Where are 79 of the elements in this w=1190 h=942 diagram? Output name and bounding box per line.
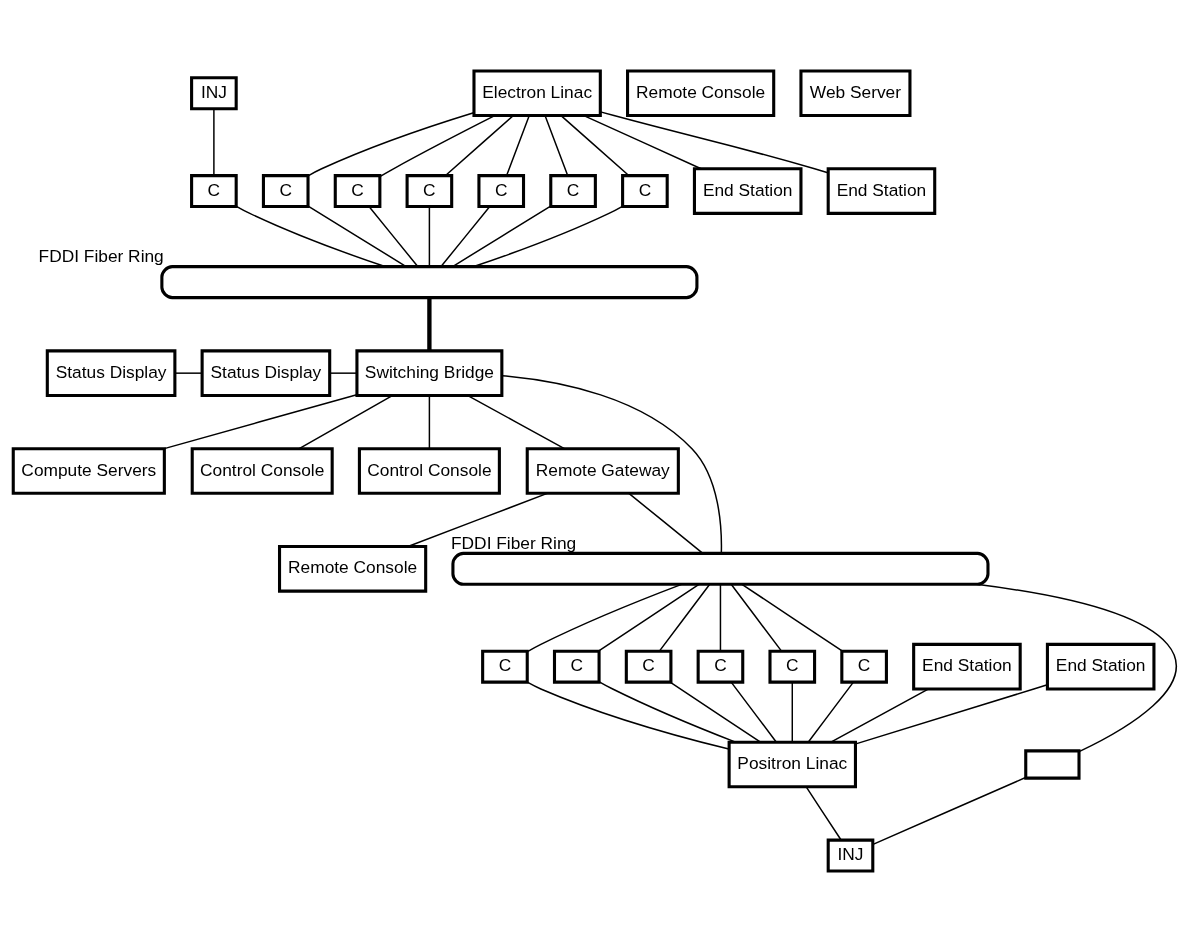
connector	[407, 492, 548, 548]
node-box: End Station	[692, 167, 803, 215]
connector	[379, 114, 496, 178]
connector	[855, 684, 1049, 745]
connector	[298, 394, 394, 450]
node-box: Remote Console	[626, 69, 776, 118]
connector	[807, 681, 854, 743]
connector	[975, 583, 1177, 753]
connector	[730, 681, 777, 743]
connector	[526, 583, 683, 653]
connector	[440, 206, 491, 268]
connector	[598, 681, 737, 743]
node-box: C	[190, 174, 238, 209]
connector	[658, 583, 711, 652]
connector	[805, 786, 842, 841]
connector	[163, 394, 358, 450]
connector	[213, 108, 215, 177]
connector	[583, 114, 702, 170]
node-label: FDDI Fiber Ring	[451, 532, 577, 553]
node-box: Status Display	[200, 349, 332, 397]
connector	[501, 374, 723, 554]
connector	[669, 681, 762, 743]
node-box: C	[621, 174, 669, 209]
node-bar	[160, 265, 699, 300]
node-box: End Station	[1045, 642, 1156, 691]
connector	[427, 298, 432, 351]
node-box: Electron Linac	[472, 69, 602, 118]
node-box: End Station	[826, 167, 937, 215]
node-box: Positron Linac	[727, 740, 857, 789]
connector	[428, 206, 431, 268]
node-box: End Station	[912, 642, 1022, 691]
node-box: Control Console	[190, 447, 334, 495]
node-box: Compute Servers	[11, 447, 166, 495]
node-box: C	[333, 174, 382, 209]
node-box: INJ	[826, 838, 875, 873]
connector	[719, 583, 722, 652]
node-box	[1024, 749, 1081, 780]
connector	[467, 394, 566, 450]
connector	[235, 205, 386, 268]
node-box: C	[405, 174, 454, 209]
node-box: Remote Console	[277, 545, 428, 593]
connector	[174, 372, 203, 374]
connector	[526, 681, 730, 750]
connector	[307, 112, 475, 177]
node-box: Switching Bridge	[355, 349, 504, 397]
connector	[428, 394, 431, 450]
connector	[730, 583, 783, 652]
connector	[628, 492, 704, 555]
node-box: C	[768, 649, 817, 684]
connector	[872, 776, 1027, 846]
node-box: C	[840, 649, 888, 684]
connector	[560, 114, 630, 177]
connector	[307, 205, 407, 268]
node-box: C	[552, 649, 601, 684]
connector	[451, 205, 552, 268]
connector	[544, 114, 569, 177]
connector	[599, 111, 829, 174]
node-box: INJ	[190, 76, 238, 111]
node-box: C	[624, 649, 673, 684]
connector	[444, 114, 514, 177]
connector	[597, 583, 700, 652]
node-box: C	[696, 649, 745, 684]
node-box: C	[477, 174, 526, 209]
node-box: Remote Gateway	[525, 447, 680, 495]
connector	[830, 688, 929, 743]
node-box: Web Server	[799, 69, 912, 118]
node-label: FDDI Fiber Ring	[38, 245, 164, 266]
connector	[473, 205, 624, 268]
node-box: C	[549, 174, 597, 209]
connector	[368, 206, 419, 268]
node-box: C	[481, 649, 529, 684]
connector	[329, 372, 358, 374]
node-box: Control Console	[357, 447, 501, 495]
node-bar	[451, 551, 990, 586]
connector	[505, 114, 530, 177]
node-box: C	[261, 174, 310, 209]
connector	[741, 583, 844, 652]
connector	[791, 681, 794, 743]
node-box: Status Display	[45, 349, 177, 397]
